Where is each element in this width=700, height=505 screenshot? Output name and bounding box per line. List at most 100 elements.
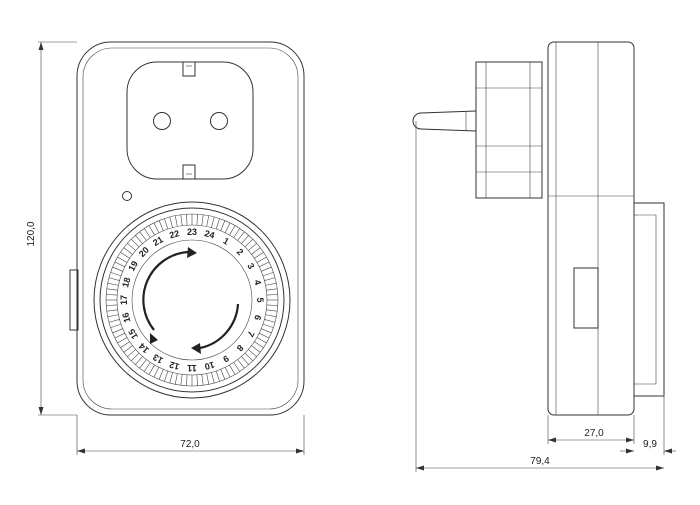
dial-segment[interactable] [153,367,160,378]
dial-segment[interactable] [158,220,164,231]
dial-segment[interactable] [244,238,254,248]
dial-segment[interactable] [143,362,151,372]
dial-segment[interactable] [211,372,215,384]
dial-segment[interactable] [112,266,123,272]
dial-segment[interactable] [120,251,130,259]
dial-segment[interactable] [169,372,173,384]
dial-segment[interactable] [180,214,183,226]
dial-segment[interactable] [215,218,220,230]
dial-segment[interactable] [174,215,178,227]
dial-segment[interactable] [180,374,183,386]
rotation-arrow-head-upper [187,247,197,258]
dial-segment[interactable] [254,341,264,349]
dial-segment[interactable] [114,332,125,339]
dial-segment[interactable] [215,370,220,382]
dial-segment[interactable] [224,222,231,233]
dial-segment[interactable] [123,247,133,255]
dial-profile [633,202,665,397]
dial-segment[interactable] [241,356,249,365]
dial-segment[interactable] [265,282,277,286]
dial-segment[interactable] [256,337,267,344]
dial-segment[interactable] [135,356,143,365]
dial-segment[interactable] [266,294,278,296]
dial-segment[interactable] [127,243,136,251]
dial-segment[interactable] [164,370,169,382]
dial-hour-label: 24 [203,228,215,240]
dimension-label-width: 72,0 [180,439,200,450]
dial-segment-ticks[interactable] [106,214,278,386]
dial-segment[interactable] [264,319,276,323]
dial-segment[interactable] [106,309,118,312]
dial-segment[interactable] [186,374,188,386]
dial-segment[interactable] [211,216,215,228]
dial-segment[interactable] [266,309,278,312]
dial-segment[interactable] [248,349,257,357]
dial-segment[interactable] [224,367,231,378]
dimension-label-dial-depth: 9,9 [643,439,657,450]
dial-segment[interactable] [130,238,140,248]
dial-segment[interactable] [244,352,254,362]
dial-segment[interactable] [233,228,241,238]
dial-segment[interactable] [106,288,118,291]
dial-segment[interactable] [201,374,204,386]
dial-segment[interactable] [158,369,164,380]
dial-segment[interactable] [107,314,119,318]
dial-segment[interactable] [259,261,270,268]
dial-segment[interactable] [264,277,276,281]
dial-segment[interactable] [237,231,245,241]
dial-segment[interactable] [139,231,147,241]
dial-segment[interactable] [107,282,119,286]
dial-segment[interactable] [206,215,210,227]
dial-segment[interactable] [108,319,120,323]
dial-segment[interactable] [110,272,122,277]
dial-segment[interactable] [196,214,198,226]
dial-segment[interactable] [262,272,274,277]
dial-segment[interactable] [108,277,120,281]
dial-segment[interactable] [248,243,257,251]
dial-segment[interactable] [110,323,122,328]
dial-segment[interactable] [265,314,277,318]
dial-segment[interactable] [139,359,147,369]
dial-segment[interactable] [254,251,264,259]
dial-segment[interactable] [106,294,118,296]
dial-segment[interactable] [261,328,272,334]
dial-segment[interactable] [251,345,261,353]
dial-segment[interactable] [112,328,123,334]
dial-segment[interactable] [127,349,136,357]
dial-segment[interactable] [201,214,204,226]
dial-segment[interactable] [233,362,241,372]
dial-segment[interactable] [229,364,236,375]
dial-segment[interactable] [123,345,133,353]
dial-segment[interactable] [256,256,267,263]
dial-segment[interactable] [229,225,236,236]
dial-segment[interactable] [220,220,226,231]
dial-segment[interactable] [206,373,210,385]
dial-segment[interactable] [186,214,188,226]
dial-segment[interactable] [174,373,178,385]
dial-hour-label: 15 [126,327,140,341]
dial-segment[interactable] [251,247,261,255]
dial-segment[interactable] [106,304,118,306]
dial-segment[interactable] [148,225,155,236]
dial-segment[interactable] [117,256,128,263]
dial-segment[interactable] [143,228,151,238]
dial-segment[interactable] [164,218,169,230]
dial-segment[interactable] [114,261,125,268]
dial-segment[interactable] [135,235,143,244]
dial-segment[interactable] [220,369,226,380]
dial-segment[interactable] [148,364,155,375]
dial-segment[interactable] [153,222,160,233]
dial-segment[interactable] [130,352,140,362]
dial-segment[interactable] [266,288,278,291]
dial-segment[interactable] [117,337,128,344]
dial-segment[interactable] [169,216,173,228]
dial-segment[interactable] [259,332,270,339]
dial-segment[interactable] [237,359,245,369]
dial-segment[interactable] [241,235,249,244]
dial-segment[interactable] [261,266,272,272]
dial-segment[interactable] [120,341,130,349]
dial-segment[interactable] [266,304,278,306]
dial-segment[interactable] [262,323,274,328]
dial-segment[interactable] [196,374,198,386]
